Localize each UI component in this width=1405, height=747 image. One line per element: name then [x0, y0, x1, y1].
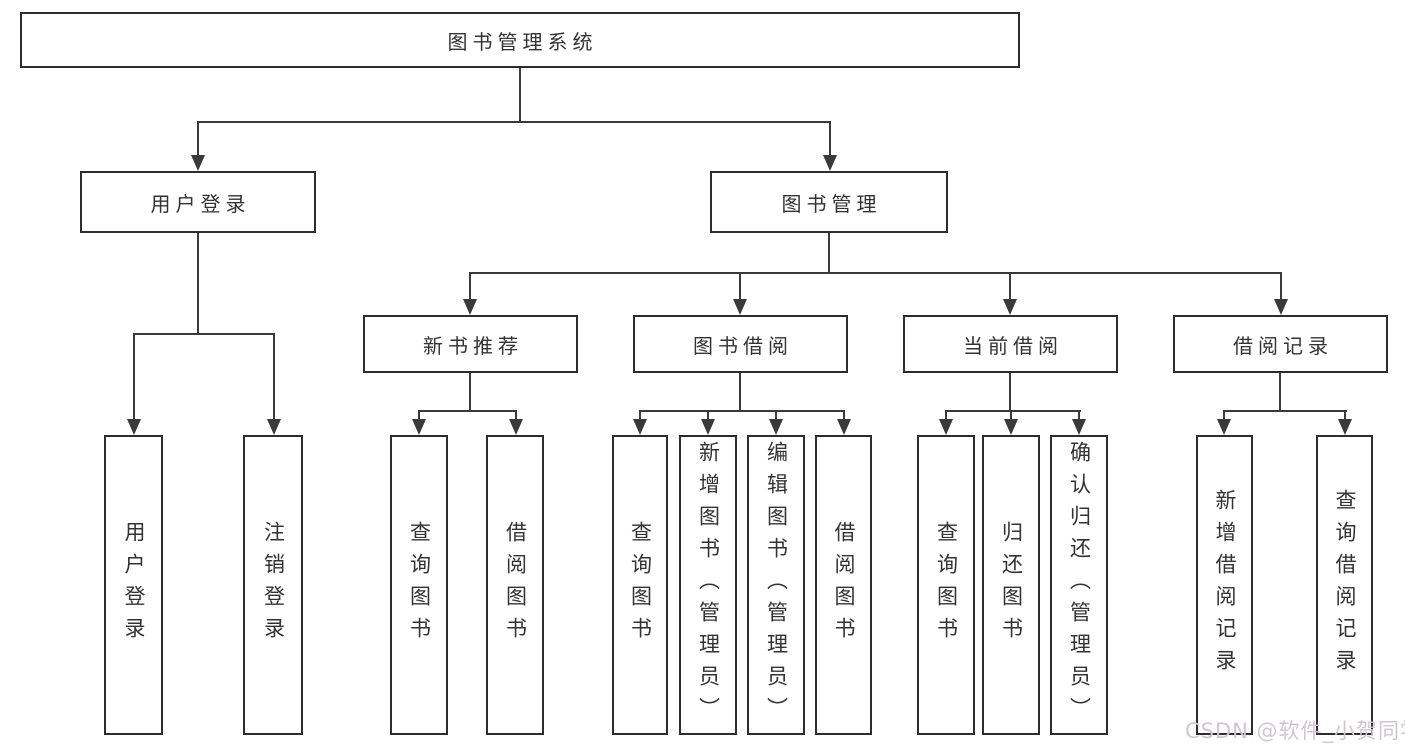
arrow-down-icon: [701, 419, 715, 435]
arrow-down-icon: [1004, 419, 1018, 435]
connector-line: [828, 233, 830, 274]
leaf-label: 新增图书（管理员）: [696, 441, 721, 729]
arrow-down-icon: [1003, 299, 1017, 315]
connector-line: [1280, 272, 1282, 301]
arrow-down-icon: [509, 419, 523, 435]
connector-line: [739, 272, 741, 301]
arrow-down-icon: [463, 299, 477, 315]
arrow-down-icon: [1274, 299, 1288, 315]
connector-line: [707, 410, 709, 421]
node-label: 借阅记录: [1233, 333, 1333, 358]
arrow-down-icon: [939, 419, 953, 435]
leaf-label: 借阅图书: [832, 521, 856, 649]
arrow-down-icon: [1338, 419, 1352, 435]
connector-line: [1223, 410, 1347, 412]
node-borrowing-records: 借阅记录: [1173, 315, 1388, 373]
csdn-watermark: CSDN @软件_小贺同学: [1185, 719, 1405, 743]
leaf-borrow-books: 借阅图书: [486, 435, 544, 735]
arrow-down-icon: [412, 419, 426, 435]
connector-line: [1009, 272, 1011, 301]
node-book-borrowing: 图书借阅: [633, 315, 848, 373]
node-current-borrowing: 当前借阅: [903, 315, 1118, 373]
leaf-query-books: 查询图书: [612, 435, 668, 735]
connector-line: [519, 68, 521, 123]
node-label: 用户登录: [150, 191, 251, 216]
arrow-down-icon: [1217, 419, 1231, 435]
leaf-label: 注销登录: [261, 521, 286, 649]
leaf-add-borrow-record: 新增借阅记录: [1196, 435, 1253, 735]
node-library-system: 图书管理系统: [20, 12, 1020, 68]
leaf-return-books: 归还图书: [982, 435, 1040, 735]
arrow-down-icon: [823, 155, 837, 171]
leaf-query-books: 查询图书: [390, 435, 448, 735]
node-new-book-recommend: 新书推荐: [363, 315, 578, 373]
connector-line: [197, 121, 831, 123]
connector-line: [1279, 373, 1281, 412]
leaf-label: 确认归还（管理员）: [1067, 441, 1092, 729]
connector-line: [469, 272, 1282, 274]
node-label: 当前借阅: [963, 333, 1063, 358]
node-label: 图书借阅: [693, 333, 793, 358]
connector-line: [469, 272, 471, 301]
node-book-management: 图书管理: [710, 171, 948, 233]
leaf-label: 编辑图书（管理员）: [764, 441, 789, 729]
arrow-down-icon: [127, 419, 141, 435]
connector-line: [945, 410, 947, 421]
arrow-down-icon: [633, 419, 647, 435]
leaf-confirm-return-admin: 确认归还（管理员）: [1050, 435, 1108, 735]
arrow-down-icon: [267, 419, 281, 435]
connector-line: [639, 410, 845, 412]
connector-line: [945, 410, 1081, 412]
leaf-edit-books-admin: 编辑图书（管理员）: [747, 435, 805, 735]
arrow-down-icon: [1072, 419, 1086, 435]
leaf-query-books: 查询图书: [917, 435, 975, 735]
connector-line: [1344, 410, 1346, 421]
leaf-label: 归还图书: [999, 521, 1024, 649]
leaf-borrow-books: 借阅图书: [815, 435, 872, 735]
connector-line: [639, 410, 641, 421]
connector-line: [1009, 373, 1011, 412]
node-label: 新书推荐: [423, 333, 523, 358]
connector-line: [1078, 410, 1080, 421]
arrow-down-icon: [733, 299, 747, 315]
arrow-down-icon: [769, 419, 783, 435]
connector-line: [515, 410, 517, 421]
connector-line: [739, 373, 741, 412]
connector-line: [197, 121, 199, 159]
connector-line: [418, 410, 420, 421]
leaf-label: 查询图书: [628, 521, 653, 649]
connector-line: [197, 233, 199, 335]
node-label: 图书管理: [781, 191, 882, 216]
leaf-add-books-admin: 新增图书（管理员）: [679, 435, 737, 735]
connector-line: [469, 373, 471, 412]
connector-line: [418, 410, 517, 412]
connector-line: [843, 410, 845, 421]
leaf-label: 借阅图书: [503, 521, 528, 649]
connector-line: [133, 333, 275, 335]
leaf-user-login: 用户登录: [104, 435, 163, 735]
leaf-label: 用户登录: [122, 521, 146, 649]
connector-line: [273, 333, 275, 421]
node-user-login: 用户登录: [80, 171, 316, 233]
connector-line: [1223, 410, 1225, 421]
connector-line: [133, 333, 135, 421]
connector-line: [775, 410, 777, 421]
leaf-label: 查询图书: [407, 521, 432, 649]
arrow-down-icon: [191, 155, 205, 171]
leaf-label: 查询图书: [934, 521, 959, 649]
connector-line: [1010, 410, 1012, 421]
arrow-down-icon: [837, 419, 851, 435]
node-label: 图书管理系统: [447, 29, 598, 54]
connector-line: [829, 121, 831, 159]
leaf-query-borrow-record: 查询借阅记录: [1316, 435, 1373, 735]
leaf-label: 查询借阅记录: [1333, 489, 1357, 681]
leaf-label: 新增借阅记录: [1213, 489, 1237, 681]
leaf-logout: 注销登录: [243, 435, 303, 735]
